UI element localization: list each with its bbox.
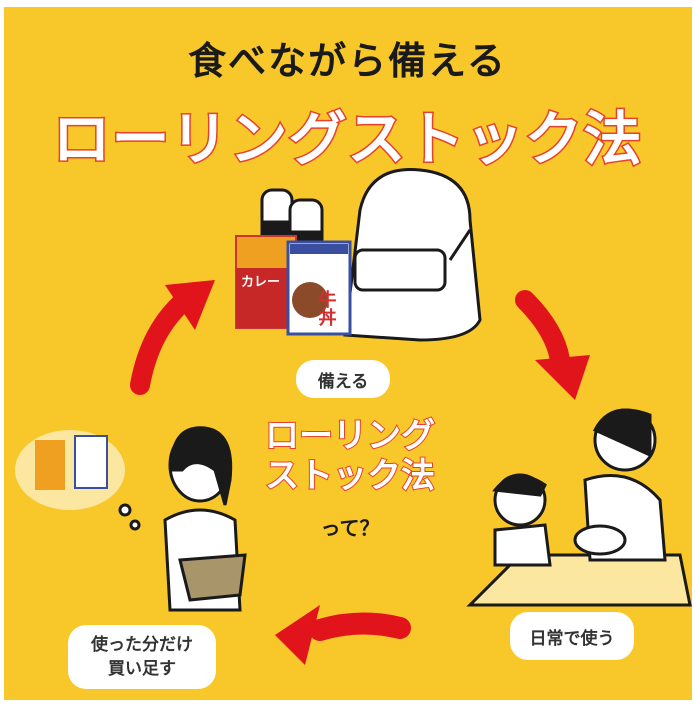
main-title: ローリングストック法 (51, 104, 643, 175)
curry-label: カレー (241, 275, 280, 290)
center-title-line1: ローリング (264, 415, 436, 457)
gyudon-label: 牛丼 (316, 289, 337, 327)
step-label-prepare: 備える (296, 360, 390, 398)
shopping-woman-icon (15, 426, 247, 612)
arrow-up-right-icon (130, 280, 215, 395)
curry-package-icon: カレー (235, 235, 297, 329)
center-question: って？ (320, 516, 380, 540)
gyudon-package-icon: 牛丼 (286, 240, 352, 336)
arrow-left-icon (275, 605, 411, 665)
center-title: ローリング ストック法 (250, 415, 450, 497)
center-title-line2: ストック法 (264, 455, 436, 497)
step-label-daily-use: 日常で使う (510, 612, 634, 660)
arrow-down-right-icon (515, 290, 590, 400)
family-eating-icon (466, 408, 692, 607)
subtitle: 食べながら備える (188, 39, 507, 83)
step-label-restock: 使った分だけ 買い足す (68, 625, 216, 689)
backpack-icon (343, 168, 482, 342)
